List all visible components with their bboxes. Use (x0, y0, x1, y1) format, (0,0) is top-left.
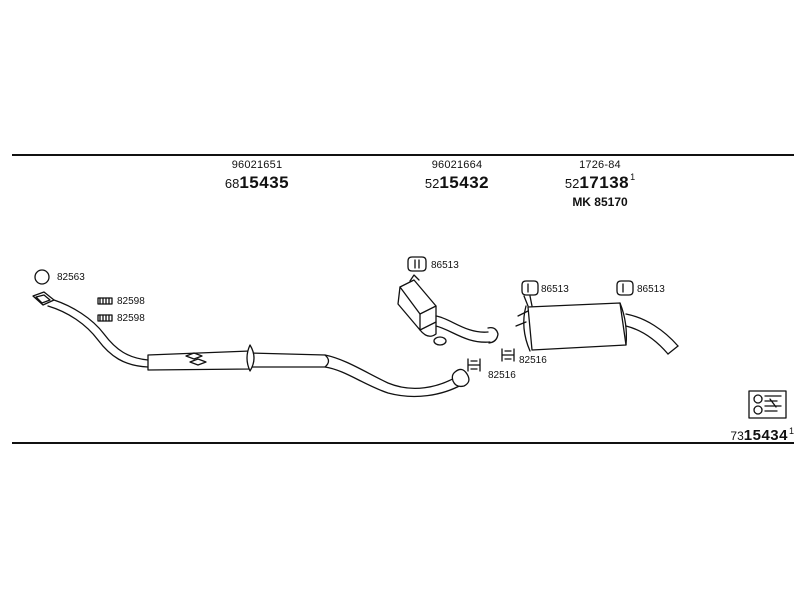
assembly-part-number[interactable]: 73154341 (730, 426, 794, 444)
hanger-rubber-icon[interactable] (407, 256, 427, 272)
ref-label: 82516 (488, 370, 516, 381)
bottom-rule (12, 442, 794, 444)
part-suffix: 1 (630, 172, 636, 182)
top-rule (12, 154, 794, 156)
part-middle-silencer[interactable]: 96021664 5215432 (418, 160, 496, 192)
part-suffix: 1 (788, 426, 794, 436)
front-pipe-icon[interactable] (32, 291, 470, 398)
part-prefix: 52 (424, 176, 440, 191)
clamp-icon[interactable] (467, 358, 481, 372)
part-code: 96021651 (231, 159, 283, 171)
ref-label: 82598 (117, 296, 145, 307)
clamp-icon[interactable] (97, 297, 113, 305)
hanger-rubber-icon[interactable] (521, 280, 539, 296)
ref-label: 86513 (541, 284, 569, 295)
part-main-number: 15435 (239, 173, 290, 192)
part-main-number: 15434 (743, 427, 788, 444)
part-rear-silencer[interactable]: 1726-84 52171381 MK 85170 (555, 159, 645, 209)
hanger-rubber-icon[interactable] (616, 280, 634, 296)
part-prefix: 73 (730, 429, 744, 443)
part-front-pipe[interactable]: 96021651 6815435 (218, 160, 296, 192)
part-code: 1726-84 (579, 159, 621, 171)
ref-label: 82563 (57, 272, 85, 283)
part-prefix: 52 (564, 176, 580, 191)
ref-label: 86513 (637, 284, 665, 295)
clamp-icon[interactable] (97, 314, 113, 322)
part-main-number: 15432 (439, 173, 490, 192)
part-code: 96021664 (431, 159, 483, 171)
ref-label: 86513 (431, 260, 459, 271)
part-number: 6815435 (218, 174, 296, 192)
part-main-number: 17138 (579, 173, 630, 192)
ref-label: 82598 (117, 313, 145, 324)
mounting-kit-label: MK 85170 (572, 195, 628, 209)
part-number: 5215432 (418, 174, 496, 192)
assembly-info-icon[interactable] (748, 390, 787, 419)
rear-silencer-icon[interactable] (515, 295, 679, 355)
clamp-icon[interactable] (501, 348, 515, 362)
part-number: 52171381 (555, 172, 645, 192)
gasket-ring-icon[interactable] (34, 269, 50, 285)
part-prefix: 68 (224, 176, 240, 191)
ref-label: 82516 (519, 355, 547, 366)
middle-silencer-icon[interactable] (397, 274, 499, 346)
